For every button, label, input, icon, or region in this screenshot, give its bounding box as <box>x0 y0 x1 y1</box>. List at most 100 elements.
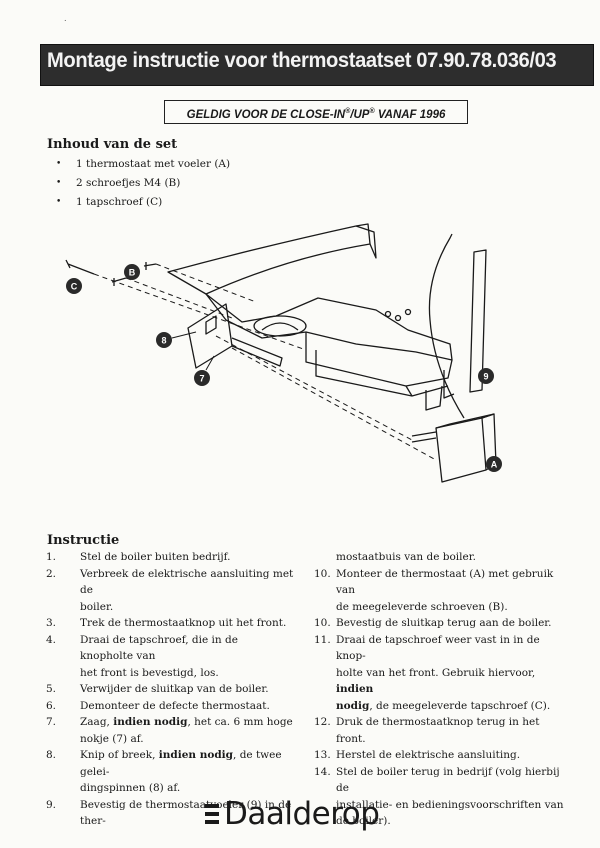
instruction-text: Zaag, indien nodig, het ca. 6 mm hoge <box>80 716 293 728</box>
instruction-number: 5. <box>46 683 57 695</box>
validity-up: /UP <box>350 108 370 121</box>
instruction-number: 10. <box>314 567 331 580</box>
instruction-text: de meegeleverde schroeven (B). <box>336 600 508 613</box>
instruction-text: Knip of breek, indien nodig, de twee gel… <box>80 749 282 778</box>
instruction-text: Demonteer de defecte thermostaat. <box>80 699 270 712</box>
instruction-text: Stel de boiler terug in bedrijf (volg hi… <box>336 765 560 795</box>
document-title: Montage instructie voor thermostaatset 0… <box>47 49 557 72</box>
top-hole <box>394 314 402 322</box>
instructions-right-column: mostaatbuis van de boiler.10.Monteer de … <box>314 549 564 830</box>
instruction-text: installatie- en bedieningsvoorschriften … <box>336 798 564 811</box>
callout-8-circle <box>156 332 172 348</box>
instruction-line: 8. Knip of breek, indien nodig, de twee g… <box>46 747 294 780</box>
instruction-number: 4. <box>46 633 57 646</box>
instruction-text: Verbreek de elektrische aansluiting met … <box>80 567 294 597</box>
instruction-text: nodig, de meegeleverde tapschroef (C). <box>336 700 550 712</box>
assembly-line-b2 <box>125 277 233 319</box>
instruction-line: 2. Verbreek de elektrische aansluiting me… <box>46 566 294 599</box>
contents-item: 1 thermostaat met voeler (A) <box>56 155 230 174</box>
instruction-line: 3.Trek de thermostaatknop uit het front. <box>46 615 294 632</box>
brand-logo: Daalderop <box>205 796 380 832</box>
callout-7-label: 7 <box>199 374 204 384</box>
instruction-number: 12. <box>314 716 331 728</box>
instruction-number: 2. <box>46 567 57 580</box>
scan-speck: . <box>64 14 67 23</box>
instructions-heading: Instructie <box>47 533 120 548</box>
instruction-text: Bevestig de thermostaatvoeler (9) in de … <box>80 798 292 828</box>
tapscrew-c <box>65 259 95 275</box>
instruction-text: Stel de boiler buiten bedrijf. <box>80 551 231 563</box>
thermostat-box <box>435 417 487 483</box>
sensor-capillary <box>428 233 465 419</box>
instruction-line: mostaatbuis van de boiler. <box>314 549 564 566</box>
instruction-number: 1. <box>46 551 57 563</box>
top-hole <box>384 310 392 318</box>
instructions-left-column: 1. Stel de boiler buiten bedrijf. 2. Verbre… <box>46 549 294 830</box>
instruction-line: 13.Herstel de elektrische aansluiting. <box>314 747 564 764</box>
instruction-line: front. <box>314 731 564 748</box>
instruction-text: het front is bevestigd, los. <box>80 666 219 679</box>
thermostat-box-top <box>435 413 495 429</box>
contents-list: 1 thermostaat met voeler (A) 2 schroefje… <box>56 155 230 212</box>
assembly-line-c <box>93 273 307 351</box>
assembly-line-stem <box>215 335 413 441</box>
instruction-line: boiler. <box>46 599 294 616</box>
instruction-line: 11.Draai de tapschroef weer vast in in d… <box>314 632 564 665</box>
callout-9-circle <box>478 368 494 384</box>
instruction-line: 14.Stel de boiler terug in bedrijf (volg… <box>314 764 564 797</box>
side-plate <box>187 303 233 369</box>
instruction-line: holte van het front. Gebruik hiervoor, i… <box>314 665 564 698</box>
bracket-feet <box>425 370 455 411</box>
registered-mark-1: ® <box>345 108 351 115</box>
instruction-line: installatie- en bedieningsvoorschriften … <box>314 797 564 814</box>
instruction-number: 10. <box>314 617 331 629</box>
instruction-text-part: holte van het front. Gebruik hiervoor, <box>336 666 536 679</box>
instruction-line: de boiler). <box>314 813 564 830</box>
instruction-emphasis: indien nodig <box>113 716 188 728</box>
instruction-text-part: Knip of breek, <box>80 749 159 761</box>
callout-9-label: 9 <box>483 372 488 382</box>
front-panel-edge <box>355 225 377 259</box>
callout-c-circle <box>66 278 82 294</box>
sensor-tube <box>469 249 487 393</box>
callout-7-leader <box>205 355 215 371</box>
instruction-line: 4. Draai de tapschroef, die in de knophol… <box>46 632 294 665</box>
callout-8-leader <box>171 331 197 339</box>
instruction-text: Monteer de thermostaat (A) met gebruik v… <box>336 567 554 597</box>
side-plate-tabs <box>205 315 217 335</box>
instruction-text: de boiler). <box>336 815 391 827</box>
instruction-number: 9. <box>46 798 57 811</box>
knob-recess <box>253 315 307 337</box>
instruction-line: 10.Bevestig de sluitkap terug aan de boi… <box>314 615 564 632</box>
instruction-emphasis: nodig <box>336 699 370 712</box>
instruction-text: boiler. <box>80 600 114 613</box>
knob-recess-inner <box>261 322 299 331</box>
instruction-emphasis: indien nodig <box>158 749 234 761</box>
instruction-text-part: Zaag, <box>80 716 114 728</box>
validity-prefix: GELDIG VOOR DE CLOSE-IN <box>186 108 346 121</box>
instruction-text-part: , het ca. 6 mm hoge <box>187 716 293 728</box>
callout-b-label: B <box>129 268 136 278</box>
top-hole <box>404 308 412 316</box>
instruction-text: nokje (7) af. <box>80 732 144 745</box>
assembly-diagram: B C 8 7 9 A <box>65 223 502 483</box>
instruction-line: 1. Stel de boiler buiten bedrijf. <box>46 549 294 566</box>
instruction-text: holte van het front. Gebruik hiervoor, i… <box>336 667 535 696</box>
instruction-line: dingspinnen (8) af. <box>46 780 294 797</box>
callout-a-circle <box>486 456 502 472</box>
logo-bars-icon <box>205 804 219 824</box>
guide-rail <box>231 337 283 367</box>
callout-8-label: 8 <box>161 336 166 346</box>
instruction-number: 3. <box>46 617 57 629</box>
instruction-text: Draai de tapschroef, die in de knopholte… <box>80 633 238 663</box>
contents-heading: Inhoud van de set <box>47 137 178 152</box>
instruction-line: de meegeleverde schroeven (B). <box>314 599 564 616</box>
instruction-number: 6. <box>46 699 57 712</box>
body-block-bottom <box>315 350 449 397</box>
body-block-side <box>405 385 413 397</box>
instruction-number: 8. <box>46 749 57 761</box>
registered-mark-2: ® <box>369 108 375 115</box>
instruction-emphasis: indien <box>336 683 374 695</box>
assembly-line-b1 <box>155 263 257 303</box>
instruction-line: 10. Monteer de thermostaat (A) met gebrui… <box>314 566 564 599</box>
